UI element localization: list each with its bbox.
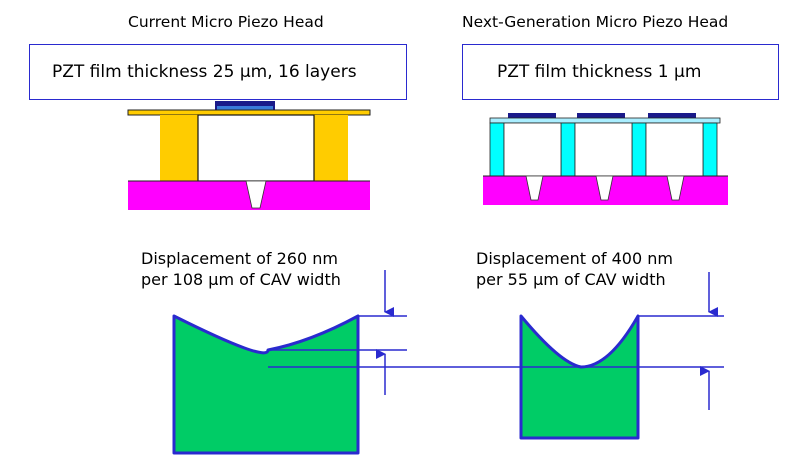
diaphragm-plate-current: [127, 109, 371, 116]
cyan-wall-3: [631, 122, 647, 177]
nozzle-current: [245, 180, 267, 209]
cavity-next-gen-1: [503, 122, 562, 177]
cyan-wall-1: [489, 122, 505, 177]
next-gen-displacement-shape: [519, 314, 640, 440]
title-next-gen-head: Next-Generation Micro Piezo Head: [462, 13, 729, 31]
displacement-label-current: Displacement of 260 nm per 108 µm of CAV…: [141, 248, 341, 290]
displacement-line1-next-gen: Displacement of 400 nm: [476, 249, 673, 268]
displacement-line1-current: Displacement of 260 nm: [141, 249, 338, 268]
gold-wall-right: [314, 115, 348, 181]
cavity-current: [197, 114, 315, 182]
piezo-film-2: [577, 113, 625, 120]
cavity-deformation-next-gen: [519, 314, 640, 440]
nozzle-next-gen-3: [666, 175, 685, 201]
cyan-wall-2: [560, 122, 576, 177]
current-displacement-shape: [172, 314, 360, 455]
gold-wall-left: [160, 115, 198, 181]
title-current-head: Current Micro Piezo Head: [128, 13, 324, 31]
piezo-film-1: [508, 113, 556, 120]
cyan-wall-4: [702, 122, 718, 177]
piezo-electrode-current: [217, 106, 273, 110]
film-thickness-label-next-gen: PZT film thickness 1 µm: [497, 62, 702, 82]
nozzle-next-gen-2: [595, 175, 614, 201]
piezo-stack-current: [215, 101, 275, 110]
current-head-structure: [127, 101, 371, 210]
cavity-next-gen-2: [574, 122, 633, 177]
displacement-line2-current: per 108 µm of CAV width: [141, 270, 341, 289]
film-thickness-box-current: PZT film thickness 25 µm, 16 layers: [29, 44, 407, 100]
film-thickness-box-next-gen: PZT film thickness 1 µm: [462, 44, 779, 100]
dimension-lines: [268, 270, 724, 410]
cavity-deformation-current: [172, 314, 360, 455]
cavity-next-gen-3: [645, 122, 704, 177]
top-plate-next-gen: [489, 117, 721, 124]
displacement-line2-next-gen: per 55 µm of CAV width: [476, 270, 666, 289]
next-gen-head-structure: [483, 113, 728, 205]
displacement-label-next-gen: Displacement of 400 nm per 55 µm of CAV …: [476, 248, 673, 290]
nozzle-next-gen-1: [525, 175, 544, 201]
piezo-film-3: [648, 113, 696, 120]
film-thickness-label-current: PZT film thickness 25 µm, 16 layers: [52, 62, 357, 82]
